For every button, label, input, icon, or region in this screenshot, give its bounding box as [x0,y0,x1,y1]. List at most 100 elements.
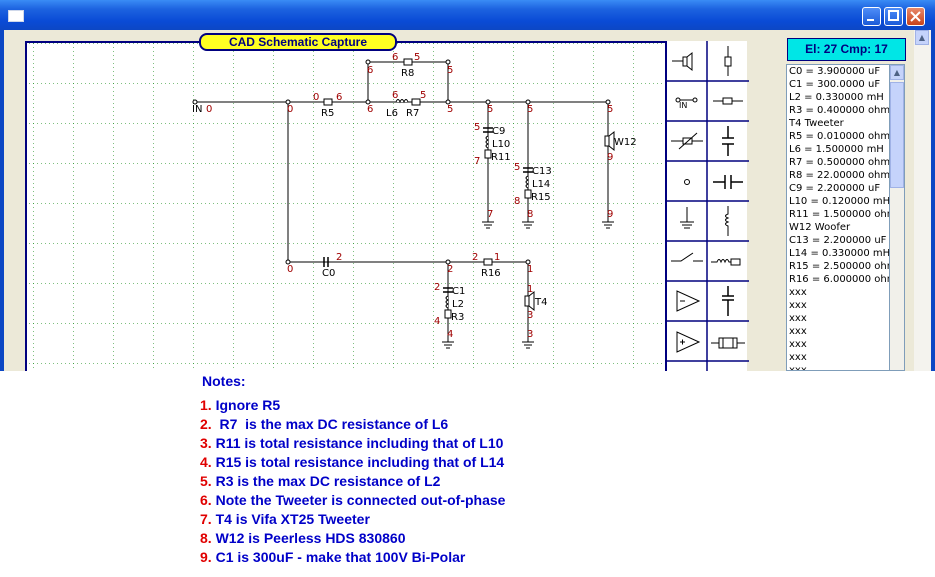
crystal-tool-icon[interactable] [711,337,745,349]
scroll-thumb[interactable] [890,82,904,188]
component-label: R5 [321,108,334,119]
node-dot[interactable] [445,59,451,65]
schematic-drawing[interactable]: IN R5 R8 L6 R7 C9 L10 R11 C13 L14 R15 W1… [27,43,665,371]
component-palette: IN [665,41,749,371]
potentiometer-tool-icon[interactable] [671,132,703,150]
resistor-r3-symbol[interactable] [444,309,452,319]
capacitor-c0-symbol[interactable] [323,257,329,267]
switch-tool-icon[interactable] [671,252,703,262]
inductor-l10-symbol[interactable] [485,135,490,149]
capacitor-c1-symbol[interactable] [443,287,453,293]
inductor-l14-symbol[interactable] [525,175,530,189]
component-list-item[interactable]: C0 = 3.900000 uF [789,66,881,77]
component-list-item[interactable]: R7 = 0.500000 ohm [789,157,889,168]
node-dot[interactable] [365,59,371,65]
vertical-resistor-tool-icon[interactable] [724,46,732,76]
resistor-r16-symbol[interactable] [483,258,493,266]
component-list-item[interactable]: C1 = 300.0000 uF [789,79,881,90]
component-label: C0 [322,268,335,279]
component-list-item[interactable]: R16 = 6.000000 ohm [789,274,889,285]
note-item: 3. R11 is total resistance including tha… [200,434,505,453]
node-number: 6 [367,65,373,76]
horizontal-capacitor-tool-icon[interactable] [713,175,743,189]
horizontal-inductor-tool-icon[interactable] [711,258,741,266]
window-icon[interactable] [8,10,24,22]
component-list-item[interactable]: L6 = 1.500000 mH [789,144,884,155]
node-dot[interactable] [525,99,531,105]
note-text: W12 is Peerless HDS 830860 [211,530,406,546]
window-scroll-up-button[interactable]: ▲ [915,30,929,45]
minimize-button[interactable] [862,7,881,26]
component-list-item[interactable]: xxx [789,339,807,350]
component-list-item[interactable]: R11 = 1.500000 ohm [789,209,889,220]
in-terminal[interactable] [192,99,198,105]
speaker-tool-icon[interactable] [672,51,693,72]
resistor-r15-symbol[interactable] [524,189,532,199]
scroll-up-button[interactable]: ▲ [890,65,904,80]
node-dot[interactable] [445,259,451,265]
component-list-item[interactable]: L2 = 0.330000 mH [789,92,884,103]
close-button[interactable] [906,7,925,26]
node-dot[interactable] [365,99,371,105]
horizontal-resistor-tool-icon[interactable] [713,97,743,105]
node-dot[interactable] [525,259,531,265]
minimize-icon [867,19,874,21]
resistor-r5-symbol[interactable] [323,98,333,106]
resistor-r8-symbol[interactable] [403,58,413,66]
maximize-button[interactable] [884,7,903,26]
vertical-inductor-tool-icon[interactable] [725,206,730,236]
component-list-item[interactable]: W12 Woofer [789,222,851,233]
note-number: 1. [200,397,212,413]
component-list-item[interactable]: R3 = 0.400000 ohm [789,105,889,116]
component-list-item[interactable]: xxx [789,352,807,363]
component-list-item[interactable]: C13 = 2.200000 uF [789,235,887,246]
capacitor-stack-tool-icon[interactable] [722,286,734,316]
vertical-capacitor-tool-icon[interactable] [722,126,734,156]
component-list-item[interactable]: C9 = 2.200000 uF [789,183,881,194]
resistor-r11-symbol[interactable] [484,149,492,159]
node-number: 2 [434,282,440,293]
component-list-item[interactable]: R8 = 22.00000 ohm [789,170,889,181]
node-dot[interactable] [285,259,291,265]
component-list-item[interactable]: xxx [789,287,807,298]
component-list-item[interactable]: xxx [789,300,807,311]
note-number: 6. [200,492,212,508]
component-list-item[interactable]: xxx [789,313,807,324]
woofer-w12-symbol[interactable] [604,130,615,152]
input-terminal-tool-icon[interactable] [675,97,698,103]
component-list-item[interactable]: T4 Tweeter [789,118,844,129]
component-list-item[interactable]: xxx [789,365,807,371]
notes-heading: Notes: [202,373,246,389]
component-list-item[interactable]: R5 = 0.010000 ohm [789,131,889,142]
wire-parallel-legs [487,102,609,222]
component-list-item[interactable]: L10 = 0.120000 mH [789,196,889,207]
component-label: C9 [492,126,505,137]
ground-tool-icon[interactable] [680,207,694,229]
node-dot[interactable] [285,99,291,105]
inductor-l6-symbol[interactable] [395,99,409,104]
junction-tool-icon[interactable] [684,179,690,185]
inverting-amplifier-tool-icon[interactable] [676,290,701,312]
component-list-item[interactable]: xxx [789,326,807,337]
node-number: 0 [287,264,293,275]
component-list-scrollbar[interactable]: ▲ [889,64,905,371]
capacitor-c13-symbol[interactable] [523,167,533,173]
node-dot[interactable] [485,99,491,105]
grid [27,43,665,371]
resistor-r7-symbol[interactable] [411,98,421,106]
node-number: 5 [527,104,533,115]
tweeter-t4-symbol[interactable] [524,290,535,312]
component-list-item[interactable]: L14 = 0.330000 mH [789,248,889,259]
inductor-l2-symbol[interactable] [445,295,450,309]
component-list[interactable]: C0 = 3.900000 uF C1 = 300.0000 uF L2 = 0.3… [786,64,889,371]
amplifier-tool-icon[interactable] [676,331,701,353]
component-label: L6 [386,108,398,119]
window-scrollbar[interactable]: ▲ [914,30,931,371]
ground-icon [522,221,534,229]
schematic-canvas[interactable]: IN R5 R8 L6 R7 C9 L10 R11 C13 L14 R15 W1… [25,41,665,371]
capacitor-c9-symbol[interactable] [483,127,493,133]
node-dot[interactable] [605,99,611,105]
node-number: 5 [607,104,613,115]
node-dot[interactable] [445,99,451,105]
component-list-item[interactable]: R15 = 2.500000 ohm [789,261,889,272]
